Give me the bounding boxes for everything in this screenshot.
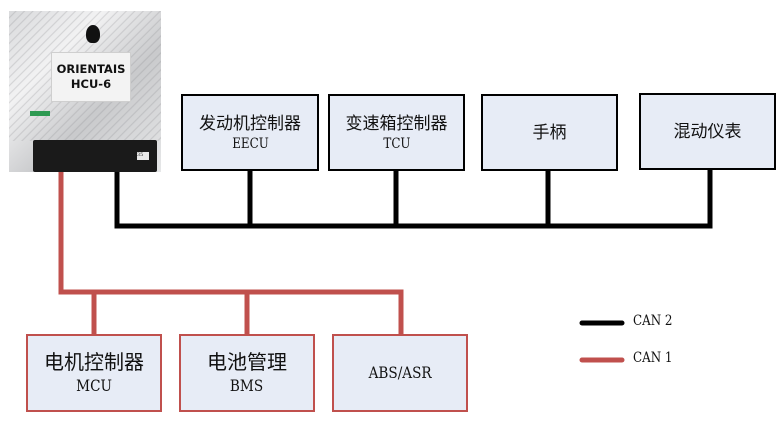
node-eecu-en: EECU	[231, 135, 269, 152]
node-bms-en: BMS	[230, 376, 264, 395]
hcu-label-line1: ORIENTAIS	[56, 62, 126, 76]
node-eecu-cn: 发动机控制器	[199, 113, 301, 134]
node-abs-asr: ABS/ASR	[332, 334, 468, 412]
node-dashboard-cn: 混动仪表	[673, 121, 742, 142]
hcu-sticker: 35	[137, 152, 149, 160]
node-bms: 电池管理 BMS	[179, 334, 315, 412]
legend-can2-label: CAN 2	[633, 313, 673, 329]
node-mcu: 电机控制器 MCU	[26, 334, 162, 412]
hcu-connector-knob	[86, 25, 100, 43]
node-tcu-cn: 变速箱控制器	[345, 113, 448, 134]
node-tcu: 变速箱控制器 TCU	[328, 94, 465, 171]
hcu-connector	[33, 140, 157, 172]
node-eecu: 发动机控制器 EECU	[181, 94, 319, 171]
node-hybrid-dashboard: 混动仪表	[639, 93, 776, 170]
node-handle: 手柄	[481, 94, 618, 171]
node-handle-cn: 手柄	[532, 122, 567, 143]
node-abs-en: ABS/ASR	[368, 363, 432, 382]
node-mcu-cn: 电机控制器	[44, 350, 144, 374]
node-bms-cn: 电池管理	[207, 350, 287, 374]
hcu-green-tag	[30, 111, 50, 116]
can2-bus-line	[114, 160, 713, 229]
can1-bus-line	[58, 170, 404, 336]
hcu-label: ORIENTAIS HCU-6	[51, 52, 131, 102]
node-tcu-en: TCU	[382, 135, 411, 152]
legend-can1-label: CAN 1	[633, 350, 673, 366]
hcu-label-line2: HCU-6	[70, 77, 112, 91]
node-mcu-en: MCU	[76, 376, 112, 395]
